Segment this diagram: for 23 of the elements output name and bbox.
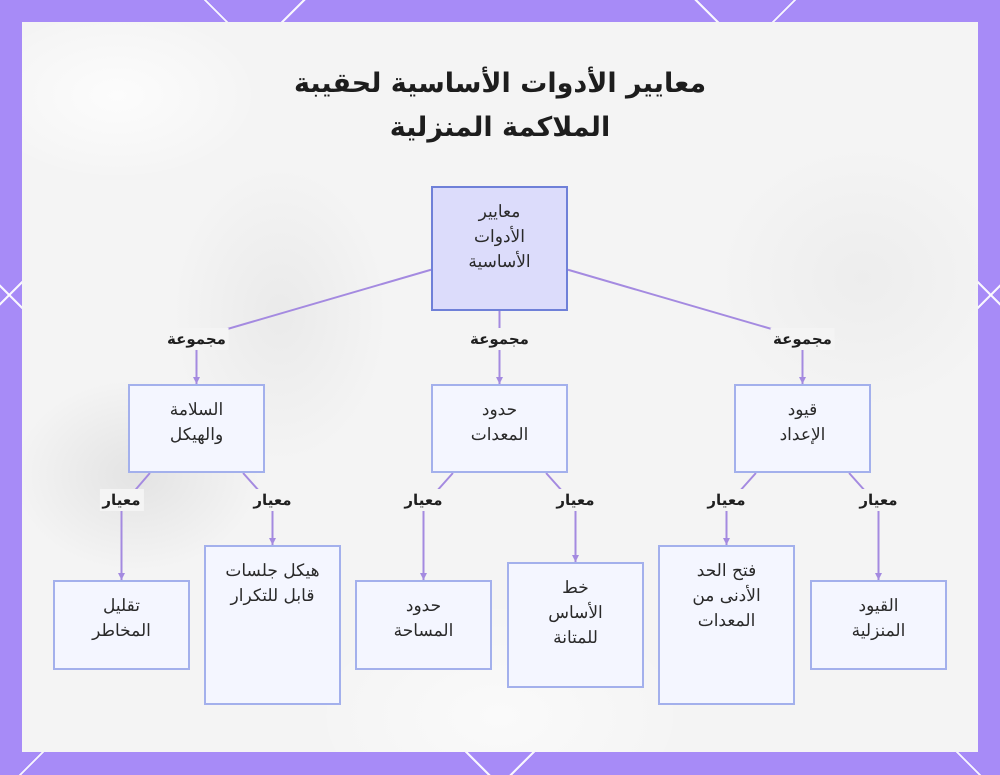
edge-label: معيار bbox=[99, 489, 144, 511]
node-text: هيكل جلسات قابل للتكرار bbox=[224, 560, 321, 608]
criterion-box bbox=[658, 545, 795, 705]
node-text: خط الأساس للمتانة bbox=[547, 577, 604, 650]
category-box bbox=[128, 384, 265, 473]
node-text: السلامة والهيكل bbox=[168, 399, 224, 447]
title: معايير الأدوات الأساسية لحقيبة الملاكمة المنزلية bbox=[292, 66, 708, 145]
category-box bbox=[431, 384, 568, 473]
node-text: قيود الإعداد bbox=[778, 399, 826, 447]
node-text: تقليل المخاطر bbox=[90, 595, 152, 643]
category-box bbox=[734, 384, 871, 473]
criterion-box bbox=[204, 545, 341, 705]
criterion-box bbox=[355, 580, 492, 670]
node-text: معايير الأدوات الأساسية bbox=[467, 201, 532, 274]
node-text: حدود المساحة bbox=[392, 595, 454, 643]
criterion-box bbox=[53, 580, 190, 670]
criterion-box bbox=[507, 562, 644, 688]
criterion-box bbox=[810, 580, 947, 670]
node-text: القيود المنزلية bbox=[850, 595, 906, 643]
edge-label: مجموعة bbox=[770, 328, 835, 350]
node-text: حدود المعدات bbox=[470, 399, 530, 447]
topic-box bbox=[431, 186, 568, 311]
node-text: فتح الحد الأدنى من المعدات bbox=[691, 560, 762, 633]
